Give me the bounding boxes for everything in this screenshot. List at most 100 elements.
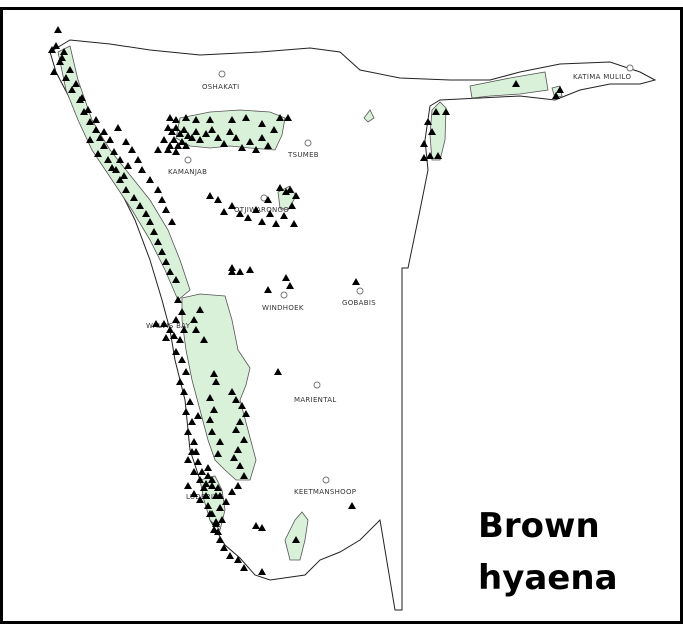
sighting-triangle-icon: [170, 136, 178, 143]
namibia-border: [49, 39, 657, 611]
sighting-triangle-icon: [172, 124, 180, 131]
sighting-triangle-icon: [232, 396, 240, 403]
sighting-triangle-icon: [214, 450, 222, 457]
town-label-walvis-bay: WALVIS BAY: [146, 322, 191, 330]
sighting-triangle-icon: [234, 446, 242, 453]
sighting-triangle-icon: [428, 128, 436, 135]
sighting-triangle-icon: [162, 334, 170, 341]
sighting-triangle-icon: [352, 278, 360, 285]
sighting-triangle-icon: [228, 116, 236, 123]
sighting-triangle-icon: [182, 408, 190, 415]
sighting-triangle-icon: [68, 86, 76, 93]
town-marker-oshakati: [218, 70, 226, 78]
sighting-triangle-icon: [146, 218, 154, 225]
sighting-triangle-icon: [512, 80, 520, 87]
sighting-triangle-icon: [150, 228, 158, 235]
town-marker-tsumeb: [304, 139, 312, 147]
sighting-triangle-icon: [94, 150, 102, 157]
sighting-triangle-icon: [190, 468, 198, 475]
town-label-oshakati: OSHAKATI: [202, 83, 239, 91]
sighting-triangle-icon: [214, 134, 222, 141]
sighting-triangle-icon: [50, 68, 58, 75]
sighting-triangle-icon: [276, 184, 284, 191]
sighting-triangle-icon: [424, 118, 432, 125]
sighting-triangle-icon: [160, 136, 168, 143]
sighting-triangle-icon: [138, 166, 146, 173]
sighting-triangle-icon: [420, 154, 428, 161]
sighting-triangle-icon: [108, 164, 116, 171]
sighting-triangle-icon: [80, 108, 88, 115]
town-label-tsumeb: TSUMEB: [287, 151, 319, 159]
sighting-triangle-icon: [172, 116, 180, 123]
sighting-triangle-icon: [282, 274, 290, 281]
sighting-triangle-icon: [204, 502, 212, 509]
sighting-triangle-icon: [176, 130, 184, 137]
sighting-triangle-icon: [284, 114, 292, 121]
sighting-triangle-icon: [216, 536, 224, 543]
sighting-triangle-icon: [186, 398, 194, 405]
sighting-triangle-icon: [228, 264, 236, 271]
sighting-triangle-icon: [252, 206, 260, 213]
sighting-triangle-icon: [190, 316, 198, 323]
sighting-triangle-icon: [286, 282, 294, 289]
sighting-triangle-icon: [170, 332, 178, 339]
sighting-triangle-icon: [266, 210, 274, 217]
sighting-triangle-icon: [162, 206, 170, 213]
town-marker-mariental: [313, 381, 321, 389]
sighting-triangle-icon: [120, 172, 128, 179]
sighting-triangle-icon: [142, 210, 150, 217]
sighting-triangle-icon: [84, 106, 92, 113]
sighting-triangle-icon: [234, 556, 242, 563]
sighting-triangle-icon: [214, 484, 222, 491]
sighting-triangle-icon: [442, 108, 450, 115]
sighting-triangle-icon: [216, 438, 224, 445]
sighting-triangle-icon: [258, 218, 266, 225]
sighting-triangle-icon: [164, 146, 172, 153]
sighting-triangle-icon: [198, 468, 206, 475]
sighting-triangle-icon: [72, 80, 80, 87]
sighting-triangle-icon: [212, 520, 220, 527]
sighting-triangle-icon: [172, 316, 180, 323]
ai-ais-park: [284, 511, 309, 561]
sighting-triangle-icon: [210, 406, 218, 413]
sighting-triangle-icon: [258, 120, 266, 127]
sighting-triangle-icon: [236, 418, 244, 425]
sighting-triangle-icon: [208, 476, 216, 483]
sighting-triangle-icon: [174, 142, 182, 149]
sighting-triangle-icon: [158, 196, 166, 203]
sighting-triangle-icon: [240, 472, 248, 479]
sighting-triangle-icon: [160, 320, 168, 327]
sighting-triangle-icon: [276, 114, 284, 121]
sighting-triangle-icon: [348, 502, 356, 509]
sighting-triangle-icon: [226, 552, 234, 559]
sighting-triangle-icon: [194, 458, 202, 465]
sighting-triangle-icon: [196, 136, 204, 143]
town-label-gobabis: GOBABIS: [342, 299, 376, 307]
sighting-triangle-icon: [258, 524, 266, 531]
sighting-triangle-icon: [182, 368, 190, 375]
sighting-triangle-icon: [154, 238, 162, 245]
sighting-triangle-icon: [180, 326, 188, 333]
sighting-triangle-icon: [130, 194, 138, 201]
sighting-triangle-icon: [252, 146, 260, 153]
town-marker-katima-mulilo: [626, 64, 634, 72]
sighting-triangle-icon: [182, 114, 190, 121]
caprivi-park: [469, 71, 549, 99]
sighting-triangle-icon: [290, 220, 298, 227]
sighting-triangle-icon: [48, 46, 56, 53]
sighting-triangle-icon: [292, 536, 300, 543]
town-labels: OSHAKATI KATIMA MULILO TSUMEB KAMANJAB O…: [146, 73, 631, 501]
sighting-triangle-icon: [552, 92, 560, 99]
sighting-triangle-icon: [434, 152, 442, 159]
sighting-triangle-icon: [166, 114, 174, 121]
sighting-triangle-icon: [146, 176, 154, 183]
sighting-triangle-icon: [274, 368, 282, 375]
sighting-triangle-icon: [264, 196, 272, 203]
sighting-triangle-icon: [206, 192, 214, 199]
sighting-triangle-icon: [192, 128, 200, 135]
sighting-triangle-icon: [238, 402, 246, 409]
town-marker-kamanjab: [184, 156, 192, 164]
sighting-triangle-icon: [426, 152, 434, 159]
town-label-keetmanshoop: KEETMANSHOOP: [294, 488, 356, 496]
sighting-markers: [48, 26, 564, 575]
